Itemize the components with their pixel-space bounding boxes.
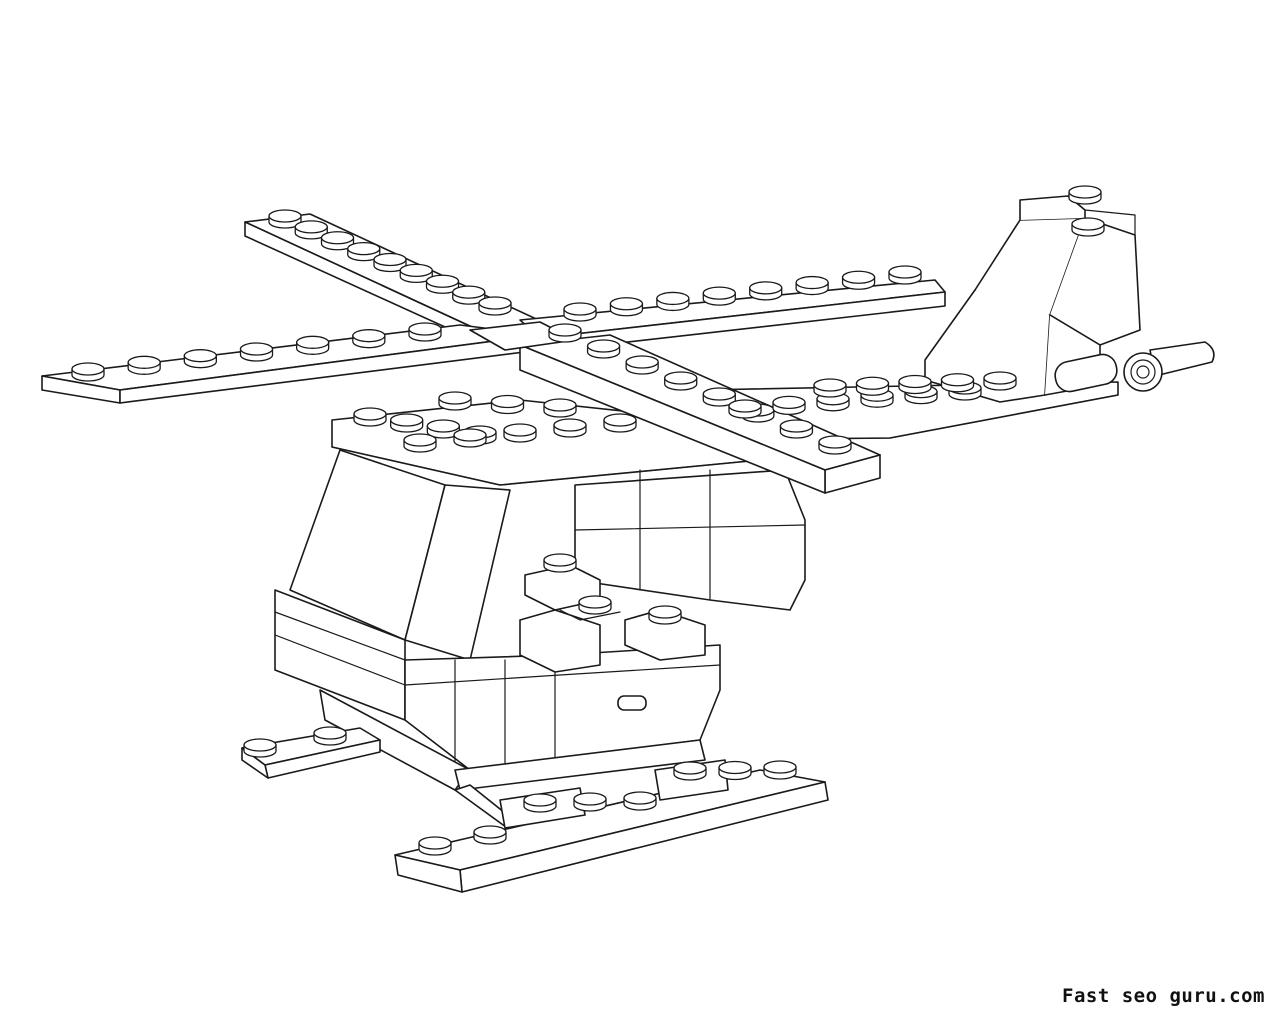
stud <box>426 419 460 439</box>
stud <box>1071 217 1105 237</box>
stud <box>71 362 105 382</box>
stud <box>898 374 932 395</box>
stud <box>578 595 612 615</box>
stud <box>656 291 690 312</box>
stud <box>888 265 922 285</box>
stud <box>452 285 486 305</box>
stud <box>818 435 852 455</box>
stud <box>453 428 487 448</box>
tail-rotor <box>1054 341 1215 393</box>
stud <box>553 418 587 438</box>
stud <box>425 274 460 294</box>
stud <box>373 252 407 273</box>
stud <box>523 793 557 813</box>
stud <box>503 423 537 443</box>
stud <box>473 825 507 845</box>
stud <box>543 398 577 418</box>
stud <box>548 323 582 343</box>
stud <box>347 241 381 262</box>
stud <box>623 791 657 811</box>
stud <box>586 339 621 359</box>
stud <box>855 376 890 396</box>
stud <box>563 302 597 322</box>
stud <box>438 391 472 411</box>
watermark-text: Fast seo guru.com <box>1062 985 1265 1007</box>
stud <box>320 231 355 251</box>
fuselage <box>274 399 806 791</box>
stud <box>648 605 682 625</box>
stud <box>573 792 607 812</box>
stud <box>772 395 806 416</box>
stud <box>490 394 525 415</box>
stud <box>609 297 644 317</box>
stud <box>313 726 347 746</box>
stud <box>543 553 577 573</box>
stud <box>239 342 274 362</box>
stud <box>664 371 698 391</box>
stud <box>127 355 161 375</box>
stud <box>795 275 829 296</box>
stud <box>296 335 330 355</box>
stud <box>673 761 707 781</box>
stud <box>294 220 328 240</box>
stud <box>813 378 847 398</box>
stud <box>603 413 637 433</box>
stud <box>403 433 437 453</box>
stud <box>749 281 783 301</box>
stud <box>1068 185 1102 205</box>
stud <box>625 355 659 375</box>
stud <box>702 387 736 407</box>
skids <box>241 727 829 893</box>
stud <box>779 419 814 439</box>
stud <box>418 836 452 856</box>
stud <box>390 413 424 433</box>
stud <box>728 399 762 419</box>
stud <box>940 373 975 393</box>
stud <box>478 296 512 316</box>
stud <box>763 760 797 780</box>
stud <box>352 329 386 349</box>
stud <box>183 349 217 369</box>
brick-studs <box>71 185 1105 856</box>
stud <box>408 322 442 342</box>
stud <box>353 407 387 427</box>
stud <box>243 738 277 758</box>
stud <box>841 270 876 290</box>
stud <box>718 760 752 781</box>
stud <box>983 371 1017 391</box>
stud <box>702 286 736 306</box>
